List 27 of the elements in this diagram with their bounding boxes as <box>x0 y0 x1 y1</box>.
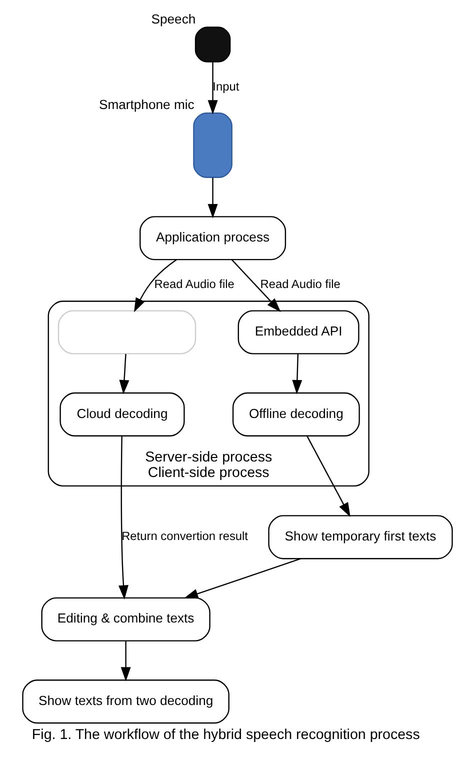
arrow <box>120 641 130 682</box>
node-label: Speech <box>150 11 196 26</box>
edge-label: Read Audio file <box>260 277 340 292</box>
arrow <box>306 436 350 518</box>
arrow <box>230 259 280 312</box>
arrow <box>207 178 218 218</box>
arrow <box>183 558 300 599</box>
caption: Fig. 1. The workflow of the hybrid speech recognition process <box>31 727 420 744</box>
node-box <box>57 310 196 354</box>
node-box: Show temporary first texts <box>268 515 452 560</box>
edge-label: Return convertion result <box>121 529 248 544</box>
arrow <box>292 354 302 394</box>
edge-label: Read Audio file <box>154 277 234 292</box>
node-box: Embedded API <box>237 310 359 354</box>
arrow <box>134 259 176 312</box>
node-box: Offline decoding <box>232 392 360 436</box>
edge-label: Input <box>212 79 239 94</box>
node-box: Editing & combine texts <box>40 597 210 642</box>
node-label: Smartphone mic <box>98 97 194 112</box>
node-box <box>194 26 230 62</box>
arrow <box>118 436 128 600</box>
node-box: Cloud decoding <box>59 392 184 436</box>
node-box: Application process <box>139 216 286 260</box>
node-box <box>192 112 232 178</box>
arrow <box>207 62 218 114</box>
arrow <box>118 354 129 394</box>
node-box: Show texts from two decoding <box>22 680 229 724</box>
